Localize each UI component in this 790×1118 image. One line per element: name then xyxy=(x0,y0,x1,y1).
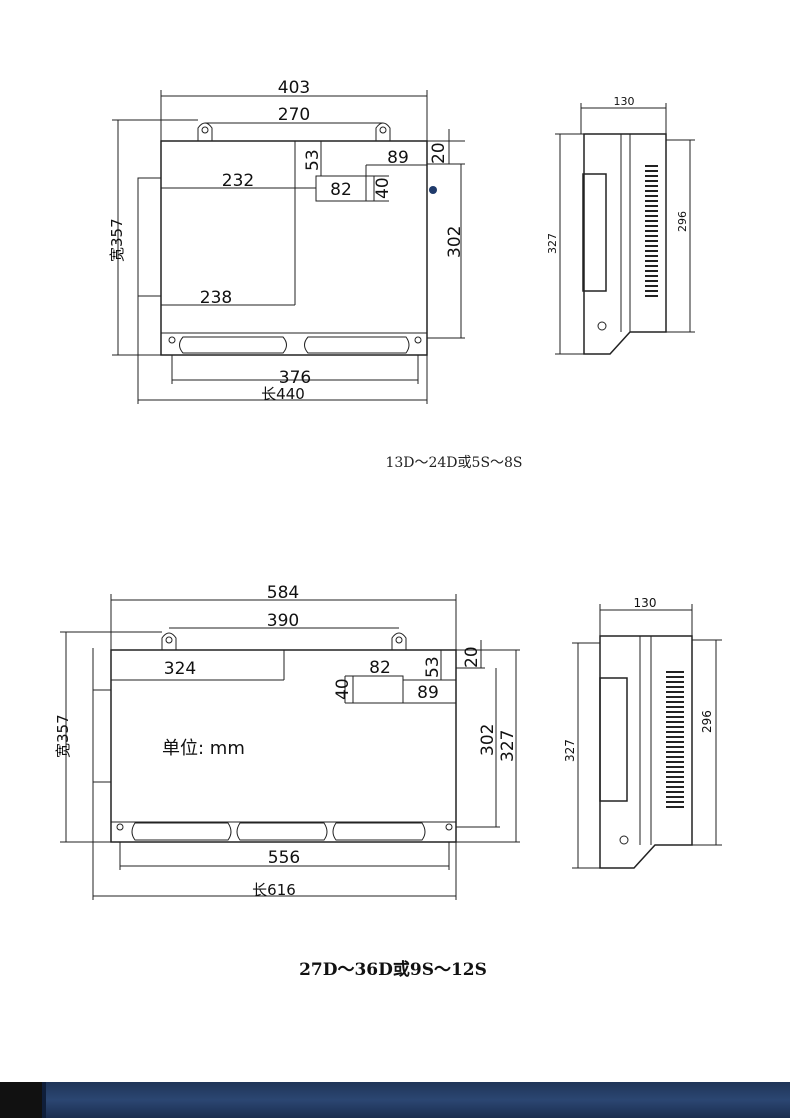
dim-53-b: 53 xyxy=(423,656,443,678)
side-dim-130: 130 xyxy=(614,95,635,108)
dim-40: 40 xyxy=(373,177,393,199)
caption-model-range-1: 13D～24D或5S～8S xyxy=(385,455,522,471)
dim-length-616: 长616 xyxy=(252,881,296,899)
dim-302: 302 xyxy=(445,226,465,258)
left-bump-1 xyxy=(137,177,162,297)
dim-length-440: 长440 xyxy=(261,385,305,403)
dim-238: 238 xyxy=(200,288,232,308)
footer-bar xyxy=(0,1082,790,1118)
mount-ear-left-1 xyxy=(197,122,213,141)
vent-slot-2c xyxy=(332,822,426,841)
side-bracket-2 xyxy=(599,677,628,802)
mount-ear-left-2 xyxy=(161,632,177,650)
dim-82-b: 82 xyxy=(369,658,391,678)
dim-53: 53 xyxy=(303,149,323,171)
front-view-1: 403 270 53 20 89 232 82 40 302 238 376 长… xyxy=(108,78,465,404)
vent-slot-1a xyxy=(179,336,287,354)
front-view-2: 584 390 324 82 53 20 40 89 302 327 556 长… xyxy=(54,583,520,900)
dim-20: 20 xyxy=(429,142,449,164)
marker-dot xyxy=(429,186,437,194)
mount-ear-right-1 xyxy=(375,122,391,141)
dim-width-357: 宽357 xyxy=(108,218,126,262)
dim-584: 584 xyxy=(267,583,299,603)
footer-tab xyxy=(0,1082,46,1118)
side-dim-296-b: 296 xyxy=(700,710,714,733)
dim-40-b: 40 xyxy=(333,678,353,700)
dim-376: 376 xyxy=(279,368,311,388)
terminal-box-1 xyxy=(315,175,367,202)
dim-302-b: 302 xyxy=(478,724,498,756)
dim-89-b: 89 xyxy=(417,683,439,703)
dim-20-b: 20 xyxy=(462,646,482,668)
side-vents-2 xyxy=(666,671,684,808)
dim-556: 556 xyxy=(268,848,300,868)
dim-270: 270 xyxy=(278,105,310,125)
vent-slot-1b xyxy=(304,336,410,354)
side-bracket-1 xyxy=(582,173,607,292)
side-view-1: 130 327 296 xyxy=(546,95,695,355)
terminal-box-2 xyxy=(352,675,404,704)
dim-324: 324 xyxy=(164,659,196,679)
dim-232: 232 xyxy=(222,171,254,191)
vent-slot-2a xyxy=(131,822,232,841)
dim-327-b: 327 xyxy=(498,730,518,762)
technical-drawing: 403 270 53 20 89 232 82 40 302 238 376 长… xyxy=(54,78,722,980)
left-bump-2 xyxy=(92,689,112,783)
dim-390: 390 xyxy=(267,611,299,631)
side-dim-130-b: 130 xyxy=(634,596,657,610)
dim-89: 89 xyxy=(387,148,409,168)
side-dim-296: 296 xyxy=(676,211,689,232)
unit-label: 单位: mm xyxy=(162,738,245,759)
vent-slot-2b xyxy=(236,822,328,841)
side-view-2: 130 327 296 xyxy=(563,596,722,869)
mount-ear-right-2 xyxy=(391,632,407,650)
dim-403: 403 xyxy=(278,78,310,98)
caption-model-range-2: 27D～36D或9S～12S xyxy=(299,959,487,980)
side-dim-327: 327 xyxy=(546,233,559,254)
side-vents-1 xyxy=(645,165,658,297)
dim-82: 82 xyxy=(330,180,352,200)
side-dim-327-b: 327 xyxy=(563,739,577,762)
dim-width-357-b: 宽357 xyxy=(54,714,72,758)
enclosure-outline-1 xyxy=(160,140,428,356)
